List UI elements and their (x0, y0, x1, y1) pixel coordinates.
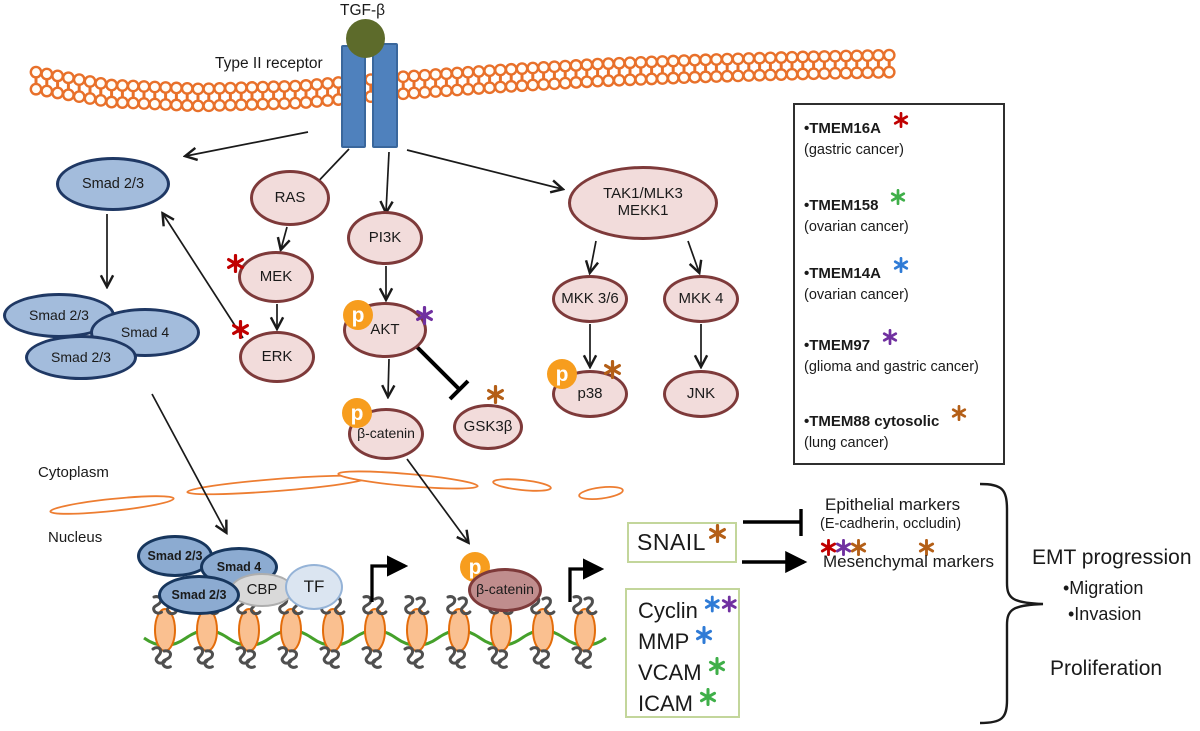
tmem-entry-158: •TMEM158 (ovarian cancer) (804, 194, 999, 235)
receptor-bar-right (372, 43, 398, 148)
snail-box: SNAIL (627, 522, 737, 563)
transcription-arrow-left (370, 555, 409, 602)
mmp-label: MMP (638, 628, 690, 654)
tgf-beta-label: TGF-β (340, 2, 386, 19)
inhibit-akt-gsk3b (411, 341, 470, 401)
tmem88-name: •TMEM88 cytosolic (804, 413, 940, 430)
nuclear-envelope (49, 470, 624, 515)
node-ras: RAS (250, 170, 330, 226)
tmem-entry-14a: •TMEM14A (ovarian cancer) (804, 262, 999, 303)
migration-label: •Migration (1063, 578, 1144, 598)
arrow-tak1-to-mkk4 (687, 240, 699, 272)
phospho-badge-bcatenin: p (342, 398, 372, 428)
gene-row-icam: ICAM (627, 688, 738, 719)
tmem-entry-97: •TMEM97 (glioma and gastric cancer) (804, 334, 999, 375)
tmem16a-name: •TMEM16A (804, 120, 881, 137)
node-mkk4: MKK 4 (663, 275, 739, 323)
node-tf: TF (285, 564, 343, 610)
green-asterisk-icon-icam (699, 688, 717, 706)
node-smad23: Smad 2/3 (56, 157, 170, 211)
phospho-badge-akt: p (343, 300, 373, 330)
tmem-entry-16a: •TMEM16A (gastric cancer) (804, 117, 999, 158)
inhibit-snail-epithelial (743, 509, 803, 536)
tmem14a-name: •TMEM14A (804, 265, 881, 282)
green-asterisk-icon-vcam (708, 657, 726, 675)
arrow-erk-to-smad (163, 214, 244, 339)
receptor-bar-left (341, 45, 366, 148)
tmem-legend-box: •TMEM16A (gastric cancer) •TMEM158 (ovar… (793, 103, 1005, 465)
phospho-badge-p38: p (547, 359, 577, 389)
node-cbp: CBP (230, 573, 294, 607)
node-jnk: JNK (663, 370, 739, 418)
emt-progression-label: EMT progression (1032, 546, 1192, 569)
arrow-ras-to-mek (281, 226, 287, 249)
brown-asterisk-icon-gsk3b (486, 385, 505, 404)
node-p38: p38 (552, 370, 628, 418)
nucleus-label: Nucleus (48, 529, 103, 546)
type-ii-receptor-label: Type II receptor (215, 55, 323, 72)
node-erk: ERK (239, 331, 315, 383)
node-mek: MEK (238, 251, 314, 303)
tak1-line1: TAK1/MLK3 (603, 185, 683, 203)
tmem97-name: •TMEM97 (804, 337, 871, 354)
red-asterisk-icon-tmem16a (893, 112, 909, 128)
outcome-brace (979, 482, 1044, 725)
tmem16a-cancer: (gastric cancer) (804, 142, 904, 158)
node-nuclear-beta-catenin: β-catenin (468, 568, 542, 612)
node-tak1-mlk3-mekk1: TAK1/MLK3 MEKK1 (568, 166, 718, 240)
vcam-label: VCAM (638, 659, 702, 685)
brown-asterisk-icon-p38 (603, 360, 622, 379)
arrow-complex-to-nucleus (151, 393, 226, 532)
brown-asterisk-icon-snail (708, 524, 727, 543)
red-asterisk-icon-mek (226, 254, 245, 273)
tgf-beta-ligand-icon (346, 19, 385, 58)
red-asterisk-icon-erk (231, 320, 250, 339)
transcription-arrow-snail (568, 558, 605, 602)
purple-asterisk-icon-akt (415, 306, 434, 325)
node-nuclear-smad23-b: Smad 2/3 (158, 575, 240, 615)
blue-asterisk-icon-tmem14a (893, 257, 909, 273)
arrow-receptor-to-smad (186, 131, 309, 156)
arrow-receptor-to-tak1 (406, 149, 562, 189)
snail-label: SNAIL (637, 529, 706, 555)
blue-asterisk-icon-cyclin (704, 595, 721, 613)
epithelial-markers-sub: (E-cadherin, occludin) (820, 516, 962, 532)
purple-asterisk-icon-tmem97 (882, 329, 898, 345)
tmem-entry-88: •TMEM88 cytosolic (lung cancer) (804, 410, 999, 451)
invasion-label: •Invasion (1068, 604, 1142, 624)
green-asterisk-icon-tmem158 (890, 189, 906, 205)
tmem158-cancer: (ovarian cancer) (804, 219, 909, 235)
blue-asterisk-icon-mmp (695, 626, 713, 644)
arrow-receptor-to-pi3k (386, 151, 389, 212)
gene-row-mmp: MMP (627, 626, 738, 657)
tmem14a-cancer: (ovarian cancer) (804, 287, 909, 303)
arrow-tak1-to-mkk36 (590, 240, 596, 272)
node-smad23-complex-b: Smad 2/3 (25, 335, 137, 380)
arrow-akt-to-bcatenin (388, 358, 389, 396)
mesenchymal-markers-title: Mesenchymal markers (823, 552, 994, 571)
cell-membrane (29, 48, 896, 113)
purple-asterisk-icon-cyclin (721, 595, 738, 613)
tmem158-name: •TMEM158 (804, 197, 879, 214)
node-gsk3b: GSK3β (453, 404, 523, 450)
cytoplasm-label: Cytoplasm (38, 464, 109, 481)
gene-targets-box: Cyclin MMP VCAM ICAM (625, 588, 740, 718)
arrow-bcatenin-to-nucleus (406, 458, 468, 542)
proliferation-label: Proliferation (1050, 657, 1163, 680)
tmem88-cancer: (lung cancer) (804, 435, 889, 451)
cyclin-label: Cyclin (638, 597, 698, 623)
node-pi3k: PI3K (347, 211, 423, 265)
gene-row-cyclin: Cyclin (627, 595, 738, 626)
gene-row-vcam: VCAM (627, 657, 738, 688)
tak1-line2: MEKK1 (617, 202, 669, 219)
brown-asterisk-icon-tmem88 (951, 405, 967, 421)
node-mkk36: MKK 3/6 (552, 275, 628, 323)
icam-label: ICAM (638, 690, 693, 716)
epithelial-markers-title: Epithelial markers (825, 495, 961, 514)
tmem97-cancer: (glioma and gastric cancer) (804, 359, 979, 375)
